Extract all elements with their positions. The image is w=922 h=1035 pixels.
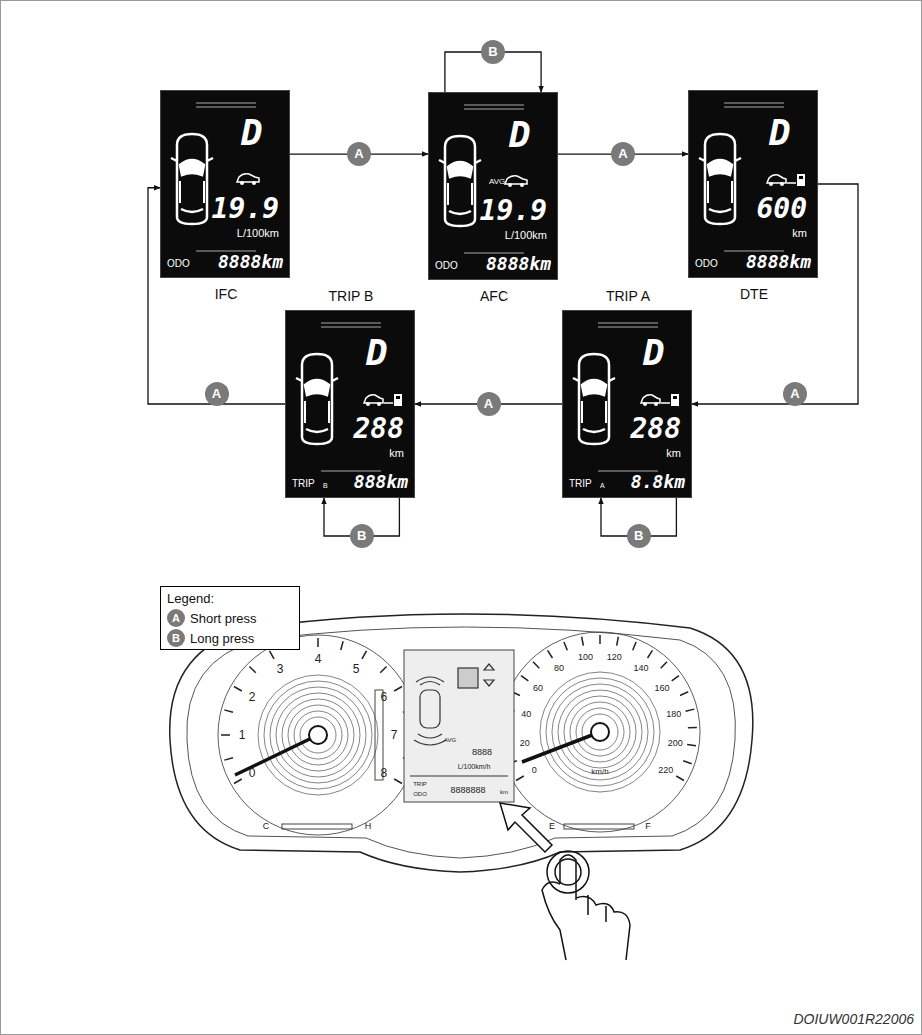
car-icon	[294, 351, 340, 447]
gauge-label: 120	[607, 653, 622, 662]
screen-text: 8888km	[746, 253, 811, 271]
gauge-label: 160	[654, 683, 669, 692]
display-screen: AFCDAVG19.9L/100kmODO8888km	[428, 92, 558, 280]
screen-text: B	[323, 482, 328, 489]
screen-text: TRIP	[569, 479, 592, 489]
gauge-label: TRIP	[413, 781, 427, 787]
press-marker: B	[350, 524, 374, 548]
gauge-label: 200	[668, 738, 683, 747]
press-marker: A	[347, 142, 371, 166]
press-marker: B	[481, 40, 505, 64]
display-screen: TRIP BD288kmTRIPB888km	[285, 310, 415, 498]
gauge-label: 0	[249, 767, 256, 779]
legend-title-text: Legend:	[167, 591, 214, 606]
screen-text: TRIP B	[286, 289, 416, 303]
gauge-label: 140	[634, 664, 649, 673]
screen-text: 288	[630, 415, 681, 443]
gauge-label: 60	[533, 683, 543, 692]
screen-text: D	[241, 115, 263, 151]
gauge-label: 8888	[472, 748, 492, 757]
gauge-label: L/100km/h	[458, 763, 491, 770]
gauge-label: 1	[239, 729, 246, 741]
gauge-label: C	[263, 822, 270, 831]
car-fuel-icon	[765, 171, 809, 189]
screen-text: D	[509, 117, 531, 153]
screen-text: AFC	[429, 289, 559, 303]
screen-text: 600	[756, 195, 807, 223]
screen-text: IFC	[161, 287, 291, 301]
screen-text: ODO	[435, 261, 458, 271]
gauge-label: 20	[520, 738, 530, 747]
gauge-label: 180	[666, 710, 681, 719]
car-fuel-icon	[362, 391, 406, 409]
legend-row: B Long press	[167, 629, 254, 647]
screen-text: km	[389, 448, 404, 459]
legend-box: Legend: A Short pressB Long press	[160, 586, 300, 650]
figure-code: DOIUW001R22006	[793, 1011, 914, 1027]
gauge-label: 3	[277, 663, 284, 675]
display-screen: DTED600kmODO8888km	[688, 90, 818, 278]
gauge-label: 0	[532, 766, 537, 775]
gauge-label: 8	[380, 767, 387, 779]
gauge-label: 6	[380, 691, 387, 703]
car-icon	[169, 131, 215, 227]
gauge-label: H	[365, 822, 372, 831]
gauge-label: 4	[315, 653, 322, 665]
screen-text: D	[643, 335, 665, 371]
display-screen: IFCD19.9L/100kmODO8888km	[160, 90, 290, 278]
screen-text: TRIP	[292, 479, 315, 489]
car-icon	[437, 133, 483, 229]
screen-text: 19.9	[480, 197, 547, 225]
gauge-label: 2	[249, 691, 256, 703]
gauge-label: 80	[554, 664, 564, 673]
gauge-label: km	[500, 789, 508, 795]
screen-text: 288	[353, 415, 404, 443]
car-icon	[571, 351, 617, 447]
gauge-label: 5	[353, 663, 360, 675]
screen-text: 19.9	[212, 195, 279, 223]
gauge-label: E	[549, 822, 555, 831]
legend-row: A Short press	[167, 609, 256, 627]
legend-text: Long press	[190, 631, 254, 646]
screen-text: ODO	[695, 259, 718, 269]
press-marker: A	[477, 392, 501, 416]
gauge-label: 40	[521, 710, 531, 719]
mini-car-icon	[235, 171, 269, 187]
legend-marker: A	[167, 609, 185, 627]
gauge-label: ODO	[413, 791, 427, 797]
screen-text: TRIP A	[563, 289, 693, 303]
press-marker: B	[627, 524, 651, 548]
car-icon	[697, 131, 743, 227]
screen-text: 8888km	[218, 253, 283, 271]
display-screen: TRIP AD288kmTRIPA8.8km	[562, 310, 692, 498]
screen-text: DTE	[689, 287, 819, 301]
legend-marker: B	[167, 629, 185, 647]
gauge-label: 8888888	[450, 786, 485, 795]
screen-text: L/100km	[237, 228, 279, 239]
screen-text: A	[600, 482, 605, 489]
gauge-label: 220	[658, 766, 673, 775]
gauge-label: km/h	[591, 768, 608, 776]
gauge-label: 100	[578, 653, 593, 662]
screen-text: 8.8km	[631, 473, 685, 491]
gauge-label: AVG	[444, 737, 456, 743]
screen-text: L/100km	[505, 230, 547, 241]
screen-text: AVG	[489, 178, 505, 186]
legend-text: Short press	[190, 611, 256, 626]
screen-text: D	[366, 335, 388, 371]
screen-text: ODO	[167, 259, 190, 269]
car-fuel-icon	[639, 391, 683, 409]
screen-text: 8888km	[486, 255, 551, 273]
legend-title: Legend:	[167, 591, 214, 606]
press-marker: A	[783, 382, 807, 406]
screen-text: km	[666, 448, 681, 459]
screen-text: km	[792, 228, 807, 239]
gauge-label: 7	[391, 729, 398, 741]
press-marker: A	[611, 142, 635, 166]
mini-car-icon	[503, 173, 537, 189]
press-marker: A	[205, 382, 229, 406]
gauge-label: F	[645, 822, 651, 831]
screen-text: D	[769, 115, 791, 151]
screen-text: 888km	[354, 473, 408, 491]
